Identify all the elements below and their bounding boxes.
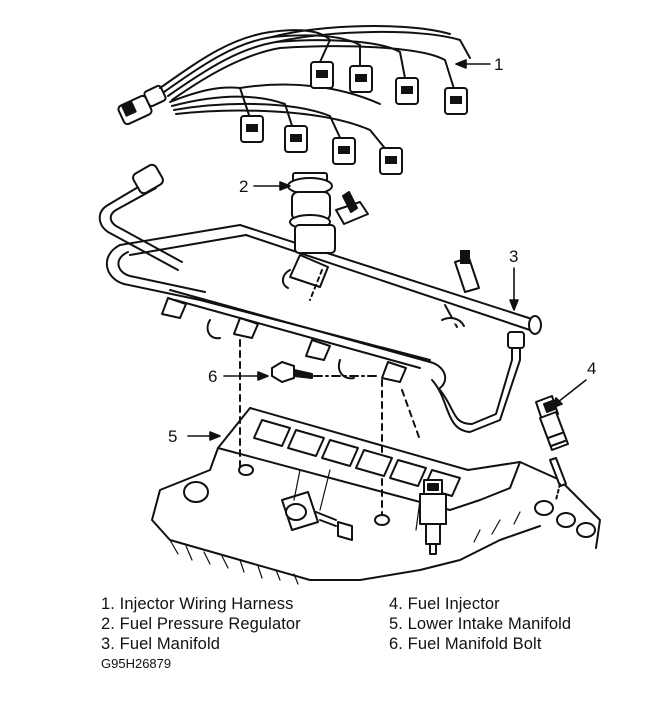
- alignment-lines: [239, 339, 421, 521]
- injector-wiring-harness: [117, 25, 471, 175]
- callout-5-label: 5: [168, 427, 178, 446]
- legend-item: 5. Lower Intake Manifold: [389, 615, 572, 633]
- legend-item: 1. Injector Wiring Harness: [101, 595, 294, 613]
- legend-left-column: 1. Injector Wiring Harness 2. Fuel Press…: [101, 594, 301, 654]
- fuel-pressure-regulator: [282, 172, 369, 301]
- legend-item: 3. Fuel Manifold: [101, 635, 220, 653]
- callout-2-label: 2: [239, 177, 249, 196]
- callout-1-label: 1: [494, 55, 504, 74]
- callout-leaders: [187, 59, 587, 441]
- legend-item: 6. Fuel Manifold Bolt: [389, 635, 542, 653]
- legend-item: 4. Fuel Injector: [389, 595, 500, 613]
- figure-code: G95H26879: [101, 656, 172, 671]
- fuel-injector: [419, 395, 569, 555]
- lower-intake-manifold: [151, 407, 601, 585]
- callout-6-label: 6: [208, 367, 218, 386]
- callout-3-label: 3: [509, 247, 519, 266]
- legend-right-column: 4. Fuel Injector 5. Lower Intake Manifol…: [389, 594, 571, 654]
- fuel-manifold-bolt: [271, 361, 381, 383]
- callout-4-label: 4: [587, 359, 597, 378]
- fuel-manifold: [98, 163, 542, 433]
- legend-item: 2. Fuel Pressure Regulator: [101, 615, 301, 633]
